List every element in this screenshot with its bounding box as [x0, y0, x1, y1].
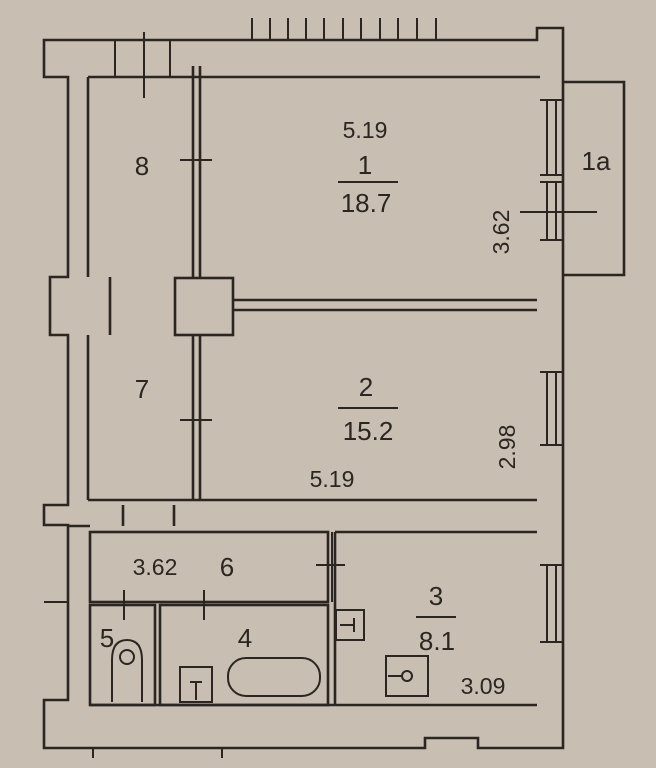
- room-2-number: 2: [359, 372, 373, 402]
- room-6-number: 6: [220, 552, 234, 582]
- corridor-wall: [86, 75, 540, 500]
- room-1-outline: [191, 66, 537, 312]
- room-1-number: 1: [358, 150, 372, 180]
- washbasin-icon: [179, 666, 213, 703]
- room-3-area: 8.1: [419, 626, 455, 656]
- middle-wall: [68, 505, 176, 528]
- column: [173, 276, 235, 337]
- room-8-number: 8: [135, 151, 149, 181]
- room-5-number: 5: [100, 623, 114, 653]
- top-window: [114, 32, 171, 98]
- room-4-outline: [158, 603, 330, 707]
- right-windows: [520, 99, 597, 643]
- room-2-depth: 2.98: [494, 425, 520, 470]
- room-1a-number: 1a: [582, 146, 611, 176]
- room-1-area: 18.7: [341, 188, 392, 218]
- sink-icon: [335, 609, 365, 641]
- room-2-width: 5.19: [310, 466, 355, 492]
- room-3-dimension: 3.09: [461, 673, 506, 699]
- room-2-outline: [88, 335, 537, 502]
- balcony-1a: [563, 80, 626, 277]
- door-6-3: [316, 532, 345, 602]
- room-4-number: 4: [238, 623, 252, 653]
- room-7-number: 7: [135, 374, 149, 404]
- bathtub-icon: [227, 657, 321, 697]
- room-6-dimension: 3.62: [133, 554, 178, 580]
- exterior-wall: [42, 26, 565, 750]
- room-5-outline: [88, 603, 157, 707]
- top-ticks: [251, 18, 437, 40]
- room-3-number: 3: [429, 581, 443, 611]
- toilet-icon: [111, 638, 143, 702]
- room-2-area: 15.2: [343, 416, 394, 446]
- room-1-width: 5.19: [343, 117, 388, 143]
- room-6-outline: [88, 530, 330, 604]
- stove-icon: [385, 655, 429, 697]
- room-1-depth: 3.62: [488, 210, 514, 255]
